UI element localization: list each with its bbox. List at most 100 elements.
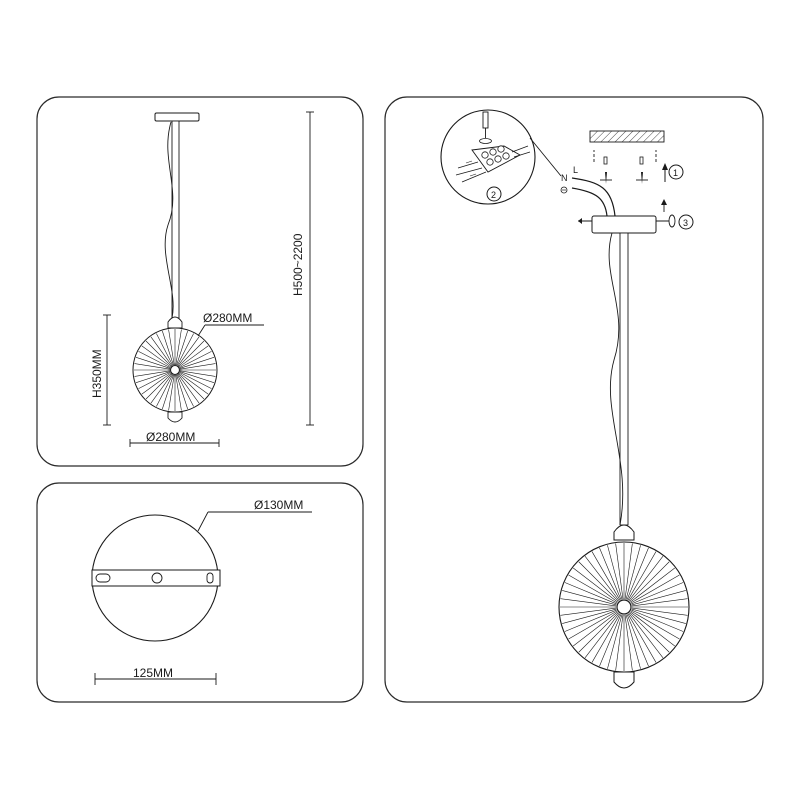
shade-rib [625,545,641,600]
shade-rib [599,614,622,667]
shade-rib [573,611,618,647]
shade-rib [607,614,623,669]
step-3-badge: 3 [678,214,694,230]
shade-rib [615,614,624,671]
shade-rib [630,611,675,647]
shade-rib [631,607,688,616]
shade-rib [135,357,171,369]
shade-rib [578,561,619,602]
shade-rib [626,547,649,600]
shade-rib [564,582,617,605]
shade-rib [560,598,617,607]
mounting-slot-left [95,573,111,583]
dim-height-shade: H350MM [90,314,111,426]
shade-rib [560,607,617,616]
dim-canopy-diameter: Ø130MM [197,498,312,532]
supply-wire-n [571,187,608,217]
front-bottom-cap [167,411,183,423]
side-screw-left [578,218,592,224]
shade-rib [627,551,657,601]
step-1-badge: 1 [668,164,684,180]
svg-text:2: 2 [491,190,496,200]
shade-rib [584,556,620,601]
shade-rib [177,374,194,407]
shade-rib [591,613,621,663]
shade-rib [630,610,680,640]
install-top-cap [613,524,635,541]
wiring-detail-callout [440,109,562,205]
install-rod [619,232,629,526]
shade-rib [179,357,215,369]
shade-rib [178,345,209,368]
dim-height-total: H500~2200 [291,111,314,426]
shade-rib [631,598,688,607]
shade-rib [145,373,172,400]
dim-diameter-top: Ø280MM [197,311,264,337]
shade-rib [631,582,684,605]
dim-canopy-width: 125MM [94,666,217,685]
shade-rib [162,374,174,410]
step-2-badge: 2 [486,186,502,202]
shade-rib [629,612,670,653]
dim-diameter-top-label: Ø280MM [203,311,252,325]
installation-panel: 1 L N 3 [384,96,764,703]
shade-rib [564,609,617,632]
shade-rib [175,374,182,411]
shade-rib [578,612,619,653]
shade-rib [177,373,200,404]
shade-rib [177,336,200,367]
install-bottom-cap [613,671,635,689]
shade-rib [175,329,182,366]
shade-rib [624,543,633,600]
install-shade-center [616,599,632,615]
shade-rib [150,373,173,404]
shade-rib [624,614,633,671]
shade-rib [631,590,686,606]
shade-rib [178,340,205,367]
shade-rib [628,556,664,601]
shade-rib [573,567,618,603]
shade-rib [162,330,174,366]
front-canopy [154,112,200,122]
shade-rib [134,370,171,377]
shade-rib [584,613,620,658]
dim-diameter-bottom-label: Ø280MM [146,430,195,444]
shade-rib [141,372,172,395]
shade-rib [625,614,641,669]
shade-rib [168,329,175,366]
shade-rib [178,373,205,400]
shade-rib [615,543,624,600]
front-top-cap [167,316,183,329]
shade-rib [134,363,171,370]
svg-text:3: 3 [683,218,688,228]
front-shade-center [169,364,181,376]
shade-rib [631,609,684,632]
shade-rib [629,561,670,602]
dim-canopy-width-label: 125MM [133,666,173,680]
canopy-plan-panel: Ø130MM 125MM [36,482,364,703]
shade-rib [150,336,173,367]
shade-rib [168,374,175,411]
shade-rib [138,372,171,389]
dim-diameter-bottom: Ø280MM [129,430,220,447]
shade-rib [627,613,657,663]
install-cable [608,232,624,526]
shade-rib [607,545,623,600]
shade-rib [630,567,675,603]
shade-rib [628,613,664,658]
shade-rib [156,374,173,407]
mounting-hole-center [151,572,163,584]
ceiling-hatch [589,130,665,143]
shade-rib [179,371,215,383]
shade-rib [135,371,171,383]
shade-rib [178,372,209,395]
dim-height-shade-label: H350MM [90,349,104,398]
shade-rib [179,363,216,370]
install-canopy [591,215,657,234]
shade-rib [177,333,194,366]
mounting-slot-right [206,572,214,584]
shade-rib [626,614,649,667]
mounting-bracket [593,150,668,184]
dim-canopy-diameter-label: Ø130MM [254,498,303,512]
